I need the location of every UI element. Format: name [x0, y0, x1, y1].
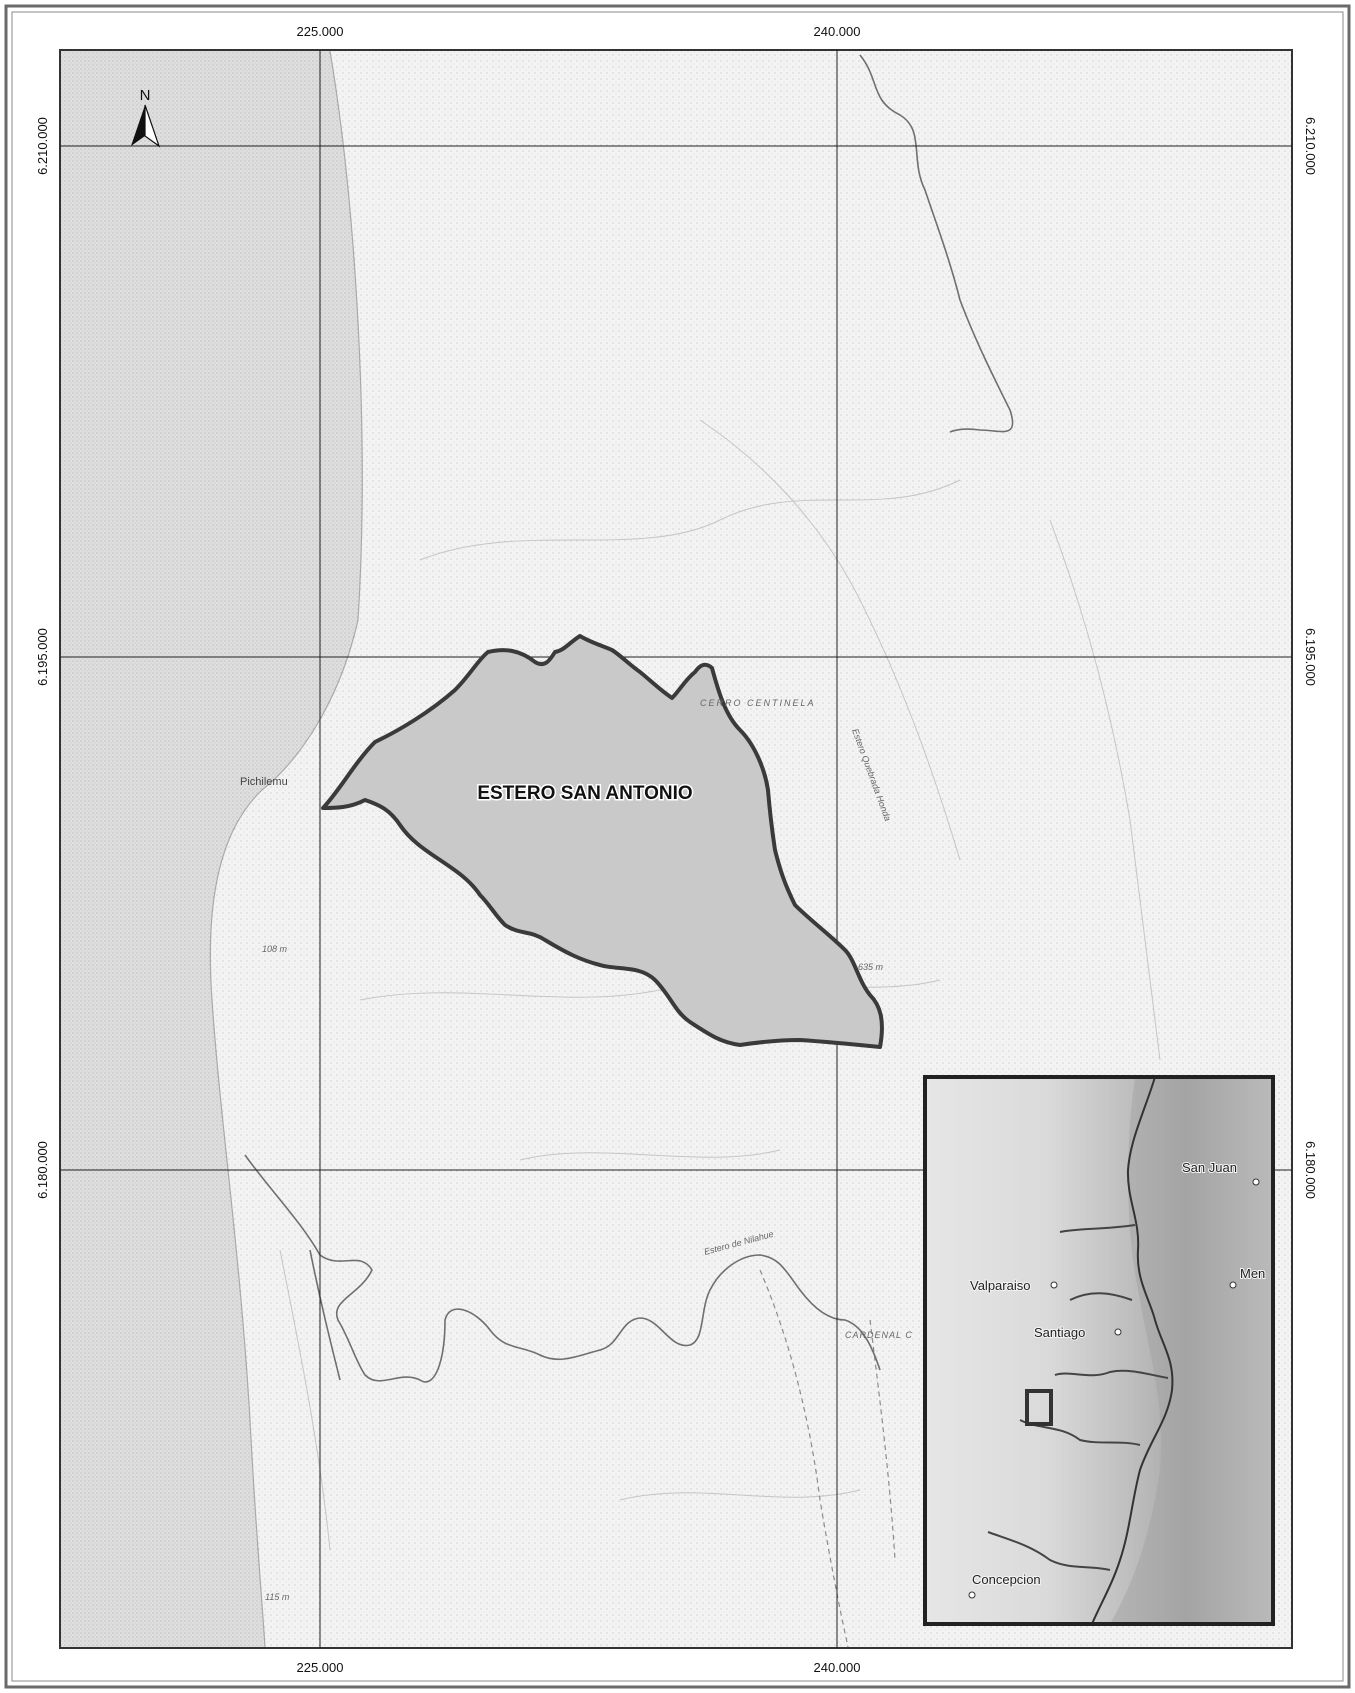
elevation-635: 635 m	[858, 962, 884, 972]
roads	[759, 1269, 896, 1648]
inset-rivers	[987, 1224, 1169, 1571]
ocean-area	[61, 51, 363, 1647]
watershed-label: ESTERO SAN ANTONIO	[477, 783, 692, 804]
inset-label-valparaiso: Valparaiso	[970, 1278, 1030, 1293]
inset-frame	[923, 1075, 1275, 1626]
place-cardenal: CARDENAL C	[845, 1330, 913, 1340]
grid-x-top-240: 240.000	[814, 24, 861, 39]
coastline	[209, 50, 363, 1648]
grid-y-right-6195: 6.195.000	[1303, 628, 1318, 686]
inset-andes-relief	[1110, 1077, 1273, 1624]
inset-city-point	[1229, 1281, 1237, 1289]
grid-y-left-6195: 6.195.000	[35, 628, 50, 686]
north-label: N	[140, 87, 151, 104]
grid-y-left-6180: 6.180.000	[35, 1141, 50, 1199]
grid-y-left-6210: 6.210.000	[35, 117, 50, 175]
grid-x-bottom-225: 225.000	[297, 1660, 344, 1675]
inset-label-concepcion: Concepcion	[972, 1572, 1041, 1587]
inset-label-santiago: Santiago	[1034, 1325, 1085, 1340]
inset-label-san-juan: San Juan	[1182, 1160, 1237, 1175]
grid-y-right-6180: 6.180.000	[1303, 1141, 1318, 1199]
grid-x-bottom-240: 240.000	[814, 1660, 861, 1675]
place-pichilemu: Pichilemu	[240, 776, 288, 788]
inset-map: San Juan Valparaiso Men Santiago Concepc…	[923, 1075, 1275, 1626]
watershed-polygon	[321, 634, 884, 1049]
inset-city-point	[1114, 1328, 1122, 1336]
place-cerro-centinela: CERRO CENTINELA	[700, 698, 816, 708]
north-arrow-icon: N	[131, 87, 161, 148]
rivers	[244, 54, 1014, 1383]
inset-study-area-marker	[1025, 1389, 1053, 1426]
elevation-115: 115 m	[265, 1592, 290, 1602]
inset-city-point	[1050, 1281, 1058, 1289]
inset-label-men: Men	[1240, 1266, 1265, 1281]
relief-lines	[279, 419, 1161, 1551]
inset-city-point	[1252, 1178, 1260, 1186]
elevation-108: 108 m	[262, 944, 288, 954]
inset-city-point	[968, 1591, 976, 1599]
inset-boundary-line	[1091, 1076, 1174, 1625]
grid-x-top-225: 225.000	[297, 24, 344, 39]
inset-background	[925, 1077, 1273, 1624]
inner-border	[11, 11, 1344, 1682]
grid-y-right-6210: 6.210.000	[1303, 117, 1318, 175]
